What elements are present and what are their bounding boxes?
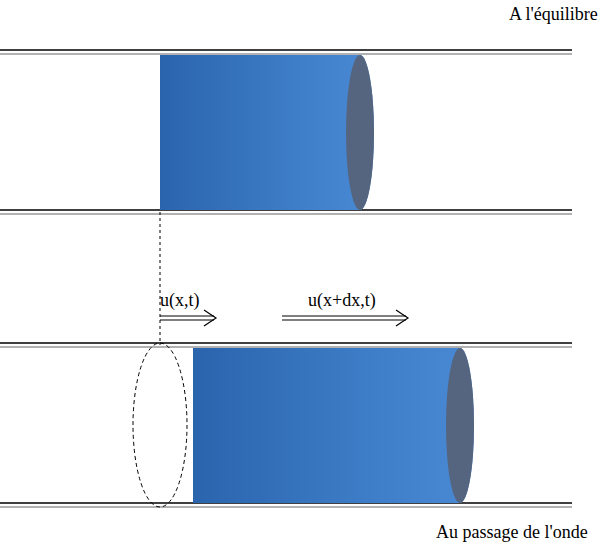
fluid-cylinder (193, 348, 474, 503)
state-caption: A l'équilibre (509, 4, 598, 25)
state-caption: Au passage de l'onde (436, 522, 588, 543)
displacement-arrow (160, 310, 216, 326)
fluid-cylinder (160, 55, 374, 210)
tube-wall (0, 50, 572, 214)
initial-section (133, 343, 187, 507)
tube-wall (0, 343, 572, 507)
displacement-label: u(x,t) (160, 290, 200, 311)
displacement-label: u(x+dx,t) (308, 290, 376, 311)
displacement-arrow (282, 310, 408, 326)
reference-line (160, 212, 161, 345)
